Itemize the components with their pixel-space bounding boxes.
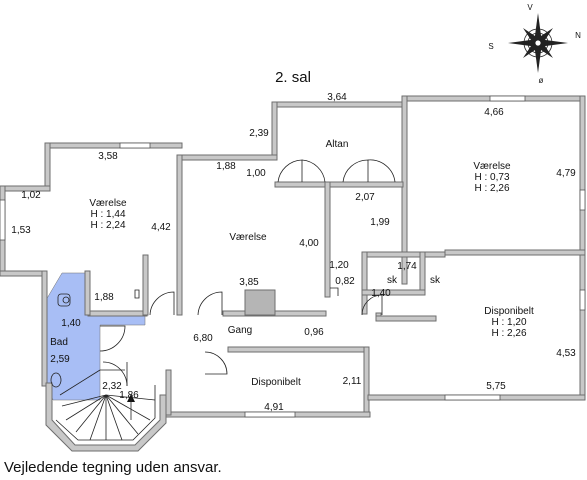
room-altan: Altan bbox=[326, 139, 349, 150]
room-vaerelse-mid: Værelse bbox=[229, 232, 267, 243]
dim-364: 3,64 bbox=[327, 92, 347, 103]
bath-fixtures bbox=[50, 289, 140, 388]
room-labels: Værelse H : 1,44 H : 2,24 Værelse Værels… bbox=[50, 139, 534, 388]
room-vaerelse-left-h2: H : 2,24 bbox=[90, 220, 125, 231]
room-disponibelt-right-h1: H : 1,20 bbox=[491, 317, 526, 328]
compass-v: V bbox=[527, 3, 533, 12]
toilet-icon bbox=[57, 293, 71, 307]
dim-385: 3,85 bbox=[239, 277, 259, 288]
dim-096: 0,96 bbox=[304, 327, 324, 338]
dim-207: 2,07 bbox=[355, 192, 375, 203]
compass-s: S bbox=[488, 42, 493, 51]
dim-120: 1,20 bbox=[329, 260, 349, 271]
room-disponibelt-bottom: Disponibelt bbox=[251, 377, 301, 388]
dim-140a: 1,40 bbox=[371, 288, 391, 299]
dim-400: 4,00 bbox=[299, 238, 319, 249]
room-disponibelt-right: Disponibelt bbox=[484, 306, 534, 317]
dim-102: 1,02 bbox=[21, 190, 41, 201]
dim-100: 1,00 bbox=[246, 168, 266, 179]
sink-icon bbox=[50, 372, 62, 388]
room-vaerelse-left-h1: H : 1,44 bbox=[90, 209, 125, 220]
room-vaerelse-left: Værelse bbox=[89, 198, 127, 209]
dim-491: 4,91 bbox=[264, 402, 284, 413]
dim-453: 4,53 bbox=[556, 348, 576, 359]
doors bbox=[99, 159, 396, 387]
dim-479: 4,79 bbox=[556, 168, 576, 179]
dim-358: 3,58 bbox=[98, 151, 118, 162]
dim-140b: 1,40 bbox=[61, 318, 81, 329]
dimension-labels: 3,64 2,39 4,66 4,79 3,58 1,02 1,53 4,42 … bbox=[11, 92, 576, 413]
towel-icon bbox=[134, 289, 140, 299]
dim-188a: 1,88 bbox=[216, 161, 236, 172]
room-sk-2: sk bbox=[430, 275, 441, 286]
dim-232: 2,32 bbox=[102, 381, 122, 392]
compass-rose: V N S ø bbox=[488, 3, 581, 85]
dim-680: 6,80 bbox=[193, 333, 213, 344]
compass-o: ø bbox=[539, 76, 544, 85]
dim-239: 2,39 bbox=[249, 128, 269, 139]
room-bad: Bad bbox=[50, 337, 68, 348]
dim-153: 1,53 bbox=[11, 225, 31, 236]
room-vaerelse-right-h2: H : 2,26 bbox=[474, 183, 509, 194]
dim-259: 2,59 bbox=[50, 354, 70, 365]
staircase bbox=[55, 369, 156, 441]
compass-n: N bbox=[575, 31, 581, 40]
room-vaerelse-right-h1: H : 0,73 bbox=[474, 172, 509, 183]
room-disponibelt-right-h2: H : 2,26 bbox=[491, 328, 526, 339]
dim-442: 4,42 bbox=[151, 222, 171, 233]
room-sk-1: sk bbox=[387, 275, 398, 286]
disclaimer: Vejledende tegning uden ansvar. bbox=[4, 459, 222, 476]
room-vaerelse-right: Værelse bbox=[473, 161, 511, 172]
dim-082: 0,82 bbox=[335, 276, 355, 287]
dim-199: 1,99 bbox=[370, 217, 390, 228]
dim-186: 1,86 bbox=[119, 390, 139, 401]
dim-211: 2,11 bbox=[343, 376, 362, 387]
dim-188b: 1,88 bbox=[94, 292, 114, 303]
dim-466: 4,66 bbox=[484, 107, 504, 118]
dim-174: 1,74 bbox=[397, 261, 417, 272]
windows bbox=[0, 95, 586, 418]
floor-title: 2. sal bbox=[275, 69, 311, 86]
room-gang: Gang bbox=[228, 325, 252, 336]
dim-575: 5,75 bbox=[486, 381, 506, 392]
